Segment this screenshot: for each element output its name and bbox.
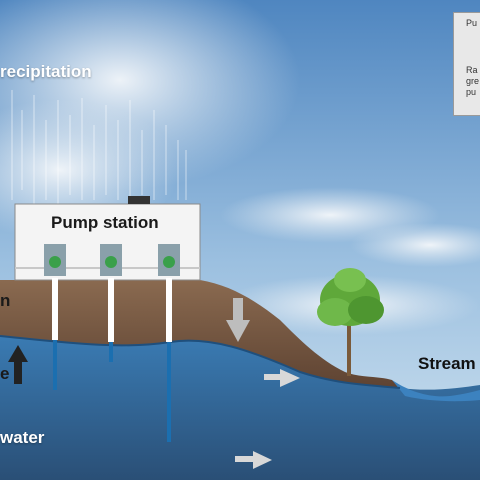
arrow-down-icon	[226, 298, 250, 342]
stream-label: Stream	[418, 354, 476, 373]
groundwater-zone	[0, 336, 480, 480]
pump-icon	[44, 244, 66, 276]
water-table-line	[0, 335, 401, 389]
tree-icon	[317, 268, 384, 376]
legend-line: pu	[466, 87, 477, 97]
unsaturated-zone-label: n	[0, 291, 11, 310]
water-table-label: e	[0, 364, 10, 383]
arrow-right-icon	[235, 451, 272, 469]
wells	[52, 278, 172, 442]
pump-icon	[100, 244, 122, 276]
legend-box: Pu Ra gre pu	[453, 12, 480, 116]
groundwater-label: water	[0, 428, 45, 447]
pump-icon	[158, 244, 180, 276]
precipitation-streaks	[11, 90, 187, 210]
legend-line: gre	[466, 76, 480, 86]
legend-line: Ra	[466, 65, 478, 75]
arrow-up-icon	[8, 345, 28, 384]
precipitation-label: recipitation	[0, 62, 92, 81]
soil-layer	[0, 280, 400, 388]
stream	[392, 380, 480, 402]
pump-station-label: Pump station	[51, 213, 159, 232]
arrow-right-icon	[264, 369, 300, 387]
legend-title: Pu	[466, 18, 478, 28]
